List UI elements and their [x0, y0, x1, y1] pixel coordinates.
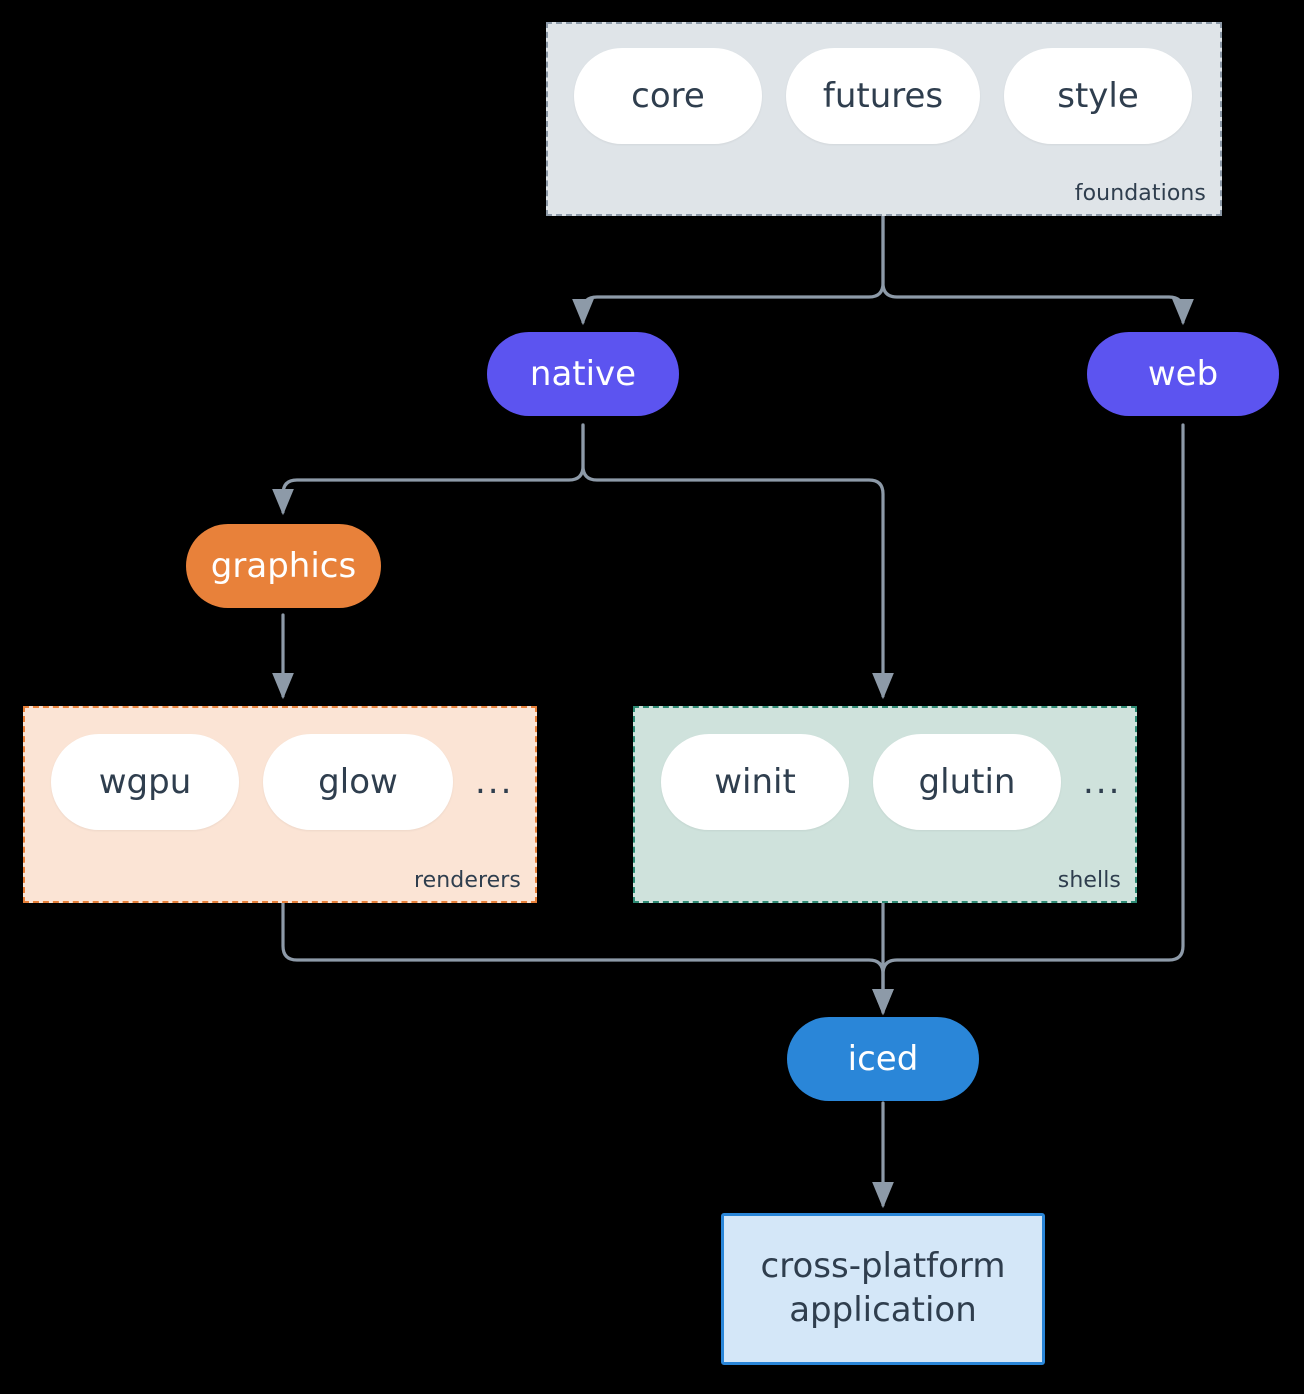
cluster-label-shells: shells — [1057, 868, 1121, 893]
cluster-label-renderers: renderers — [413, 868, 521, 893]
node-application[interactable]: cross-platform application — [721, 1213, 1045, 1365]
pill-label: core — [631, 76, 705, 116]
pill-wgpu[interactable]: wgpu — [51, 734, 239, 830]
node-label-graphics: graphics — [210, 546, 357, 586]
application-label-line2: application — [789, 1290, 977, 1330]
foundations-items: core futures style — [574, 48, 1192, 144]
cluster-foundations: core futures style foundations — [546, 22, 1222, 216]
node-native[interactable]: native — [487, 332, 679, 416]
cluster-renderers: wgpu glow ... renderers — [23, 706, 537, 903]
edge-native-shells — [581, 423, 894, 700]
pill-label: futures — [822, 76, 944, 116]
node-label-iced: iced — [847, 1039, 919, 1079]
edge-native-graphics — [272, 423, 585, 516]
node-web[interactable]: web — [1087, 332, 1279, 416]
pill-glutin[interactable]: glutin — [873, 734, 1061, 830]
pill-style[interactable]: style — [1004, 48, 1192, 144]
pill-label: glow — [318, 762, 398, 802]
shells-ellipsis: ... — [1083, 762, 1122, 802]
pill-futures[interactable]: futures — [786, 48, 980, 144]
node-graphics[interactable]: graphics — [186, 524, 381, 608]
pill-label: glutin — [918, 762, 1016, 802]
node-label-web: web — [1147, 354, 1219, 394]
node-iced[interactable]: iced — [787, 1017, 979, 1101]
pill-glow[interactable]: glow — [263, 734, 453, 830]
application-label-line1: cross-platform — [760, 1246, 1006, 1287]
renderers-ellipsis: ... — [475, 762, 514, 802]
pill-winit[interactable]: winit — [661, 734, 849, 830]
cluster-shells: winit glutin ... shells — [633, 706, 1137, 903]
node-label-native: native — [529, 354, 637, 394]
shells-items: winit glutin ... — [661, 734, 1121, 830]
pill-core[interactable]: core — [574, 48, 762, 144]
renderers-items: wgpu glow ... — [51, 734, 513, 830]
cluster-label-foundations: foundations — [1074, 181, 1206, 206]
edge-foundations-web — [881, 214, 1194, 326]
pill-label: wgpu — [98, 762, 192, 802]
edge-foundations-native — [572, 214, 885, 326]
edge-web-iced — [872, 423, 1185, 1016]
pill-label: winit — [714, 762, 796, 802]
pill-label: style — [1057, 76, 1139, 116]
edge-renderers-iced — [281, 901, 894, 1016]
